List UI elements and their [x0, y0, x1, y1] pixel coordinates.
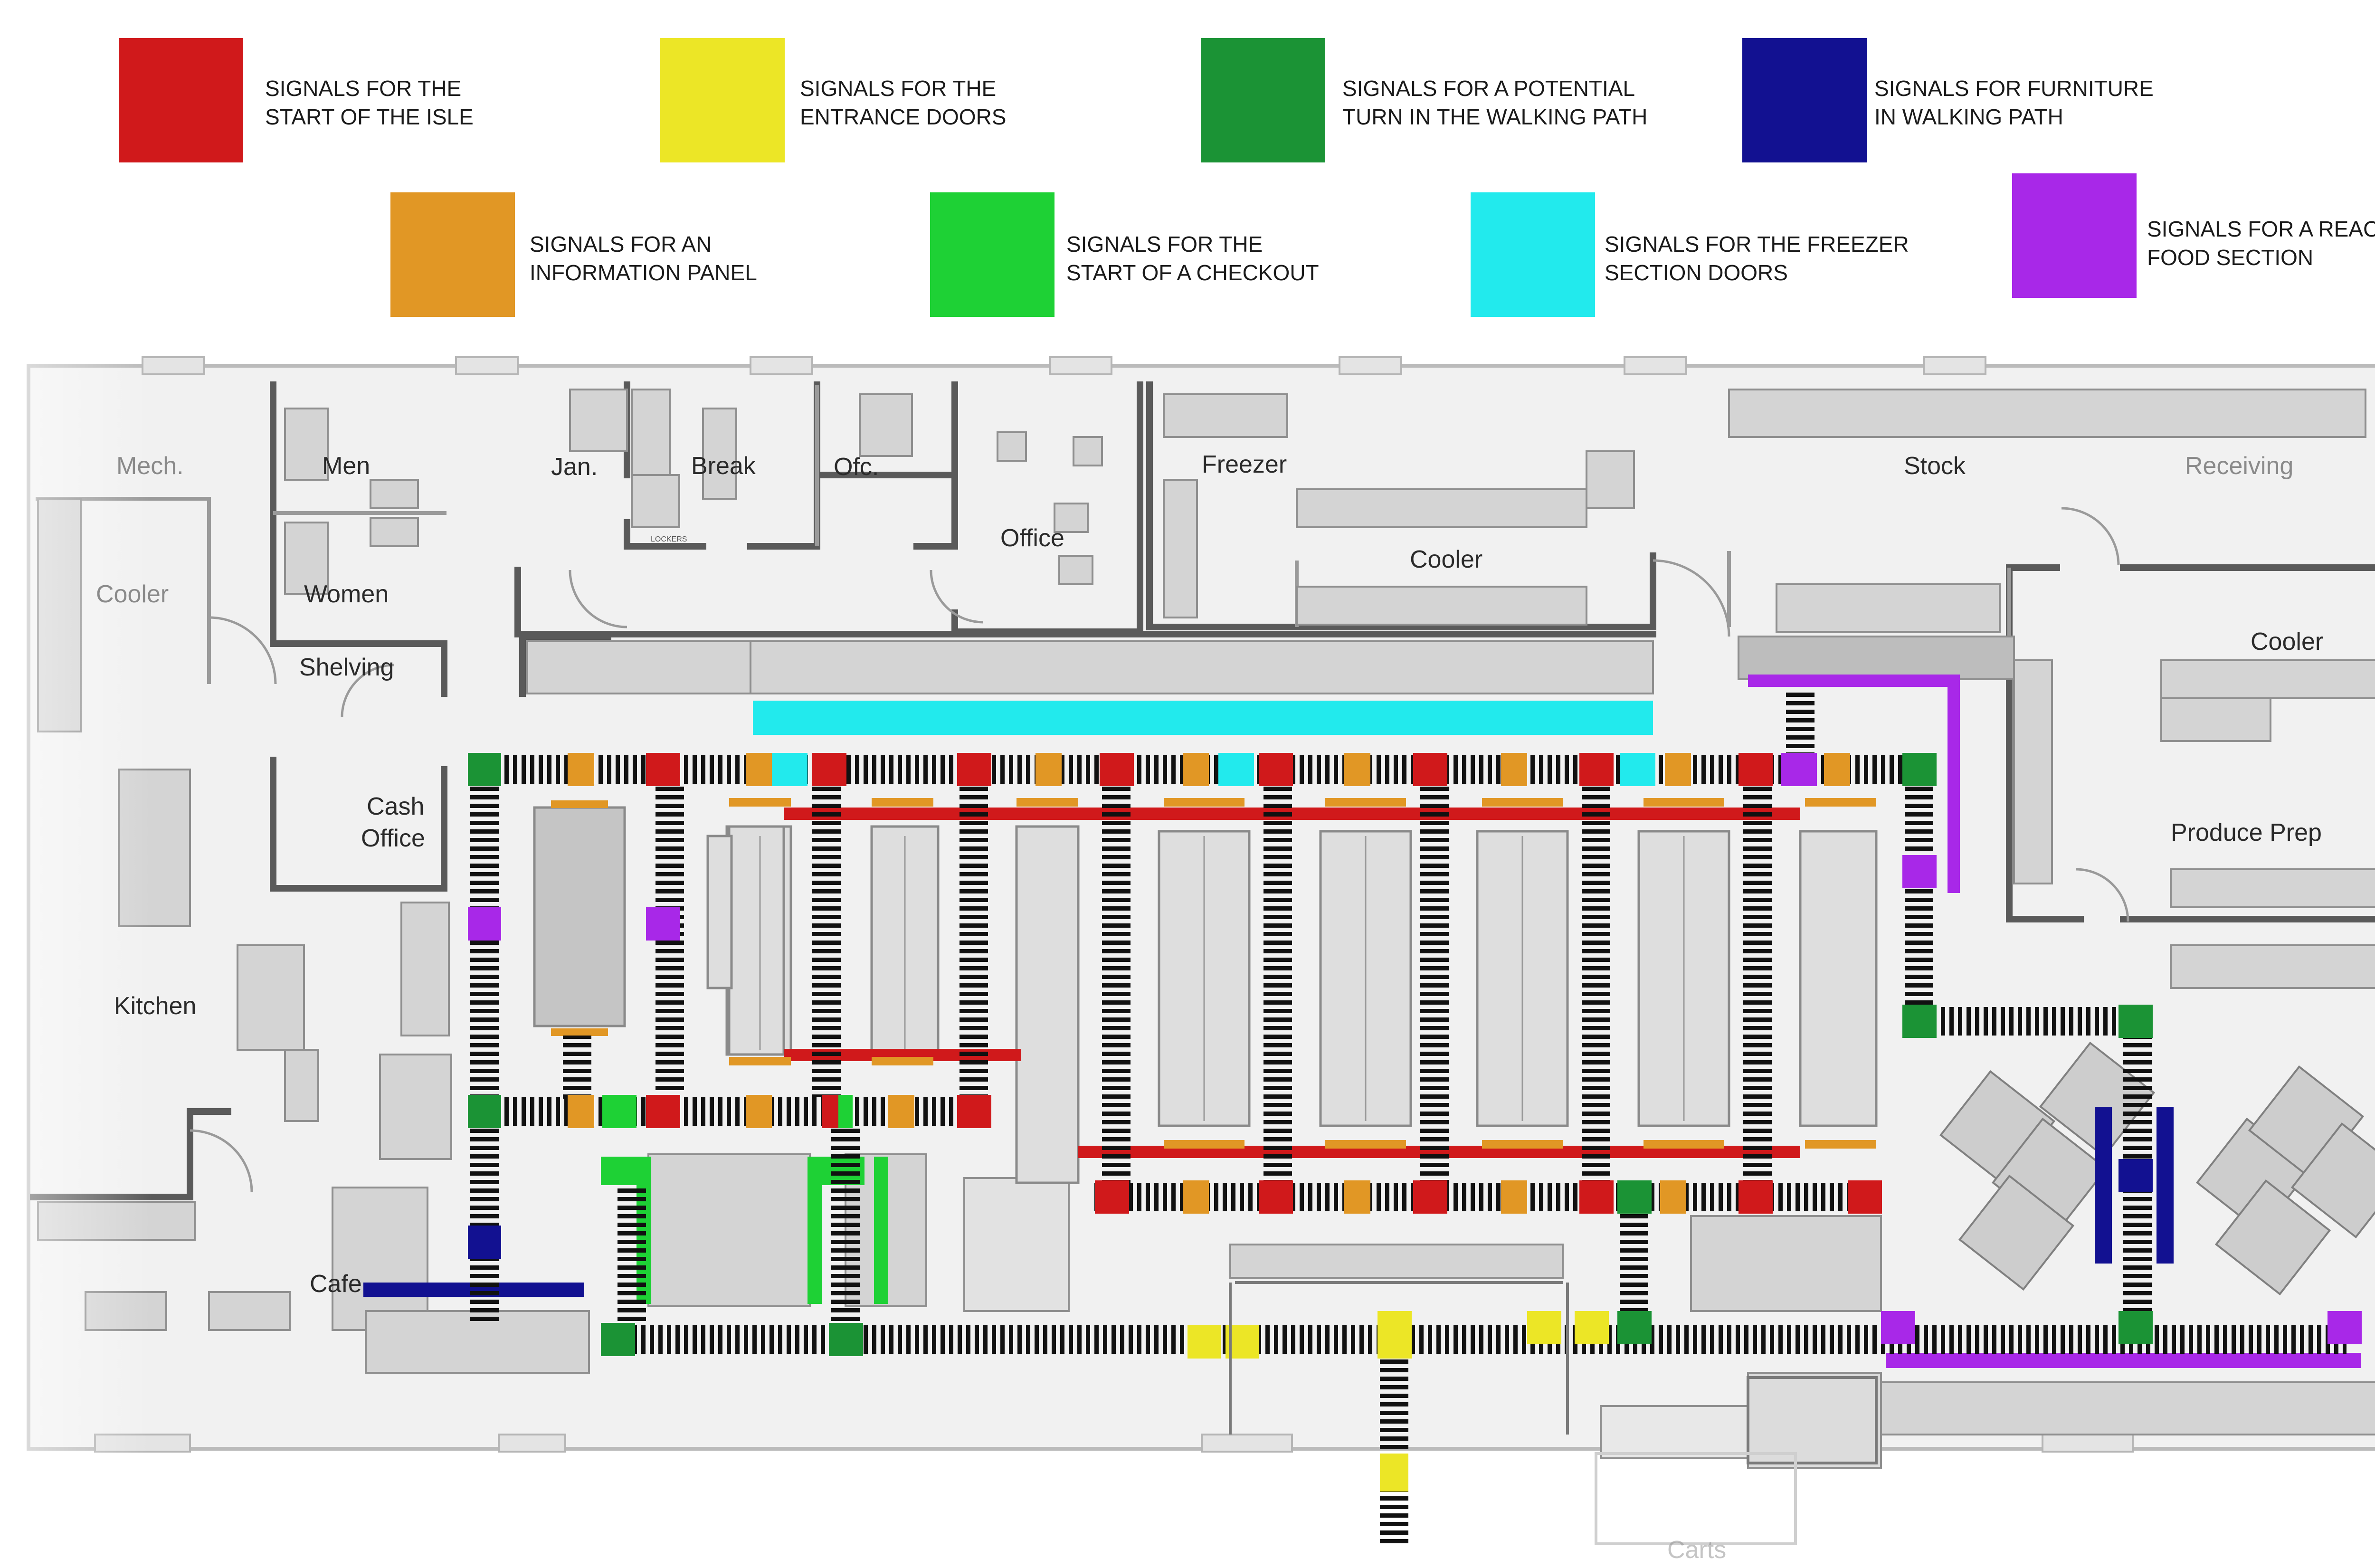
- room-carts: Carts: [1667, 1536, 1726, 1564]
- room-cash: Cash: [367, 793, 424, 820]
- svg-text:Produce Prep: Produce Prep: [2171, 819, 2322, 846]
- svg-text:TURN IN THE WALKING PATH: TURN IN THE WALKING PATH: [1342, 105, 1647, 129]
- legend-swatch-purple: [2012, 173, 2137, 298]
- room-break: Break: [691, 452, 756, 480]
- freezer-door-strip: [753, 701, 1653, 735]
- legend-line: ENTRANCE DOORS: [800, 105, 1006, 129]
- signal-squares: [468, 753, 2362, 1492]
- legend-line: START OF THE ISLE: [265, 105, 474, 129]
- svg-text:INFORMATION PANEL: INFORMATION PANEL: [530, 260, 757, 285]
- legend-line: IN WALKING PATH: [1874, 105, 2063, 129]
- room-cafe: Cafe: [310, 1270, 362, 1298]
- legend-swatch-yellow: [660, 38, 785, 162]
- svg-text:Cooler: Cooler: [2251, 628, 2323, 656]
- svg-text:Jan.: Jan.: [551, 453, 598, 481]
- legend-item-info-panel: SIGNALS FOR AN INFORMATION PANEL: [390, 192, 757, 317]
- legend-line: SIGNALS FOR THE FREEZER: [1605, 232, 1909, 257]
- svg-text:SIGNALS FOR THE: SIGNALS FOR THE: [1066, 232, 1263, 257]
- room-labels: Mech. Men Jan. Break Ofc. Office Freezer…: [96, 451, 2323, 1564]
- room-shelving: Shelving: [299, 654, 394, 681]
- svg-text:SIGNALS FOR A REACH IN: SIGNALS FOR A REACH IN: [2147, 217, 2375, 241]
- legend-swatch-dark-green: [1201, 38, 1325, 162]
- svg-text:SIGNALS FOR FURNITURE: SIGNALS FOR FURNITURE: [1874, 76, 2154, 101]
- room-stock: Stock: [1904, 452, 1966, 480]
- legend-item-checkout: SIGNALS FOR THE START OF A CHECKOUT: [930, 192, 1319, 317]
- room-cash-office: Office: [361, 825, 425, 852]
- svg-text:Freezer: Freezer: [1202, 451, 1287, 478]
- legend: SIGNALS FOR THE START OF THE ISLE SIGNAL…: [119, 38, 2375, 317]
- legend-swatch-red: [119, 38, 243, 162]
- legend-line: SIGNALS FOR FURNITURE: [1874, 76, 2154, 101]
- legend-swatch-orange: [390, 192, 515, 317]
- room-small-office: Ofc.: [834, 453, 879, 481]
- legend-item-furniture: SIGNALS FOR FURNITURE IN WALKING PATH: [1742, 38, 2154, 162]
- room-office: Office: [1000, 524, 1064, 552]
- legend-swatch-green: [930, 192, 1054, 317]
- svg-text:Ofc.: Ofc.: [834, 453, 879, 481]
- legend-swatch-navy: [1742, 38, 1867, 162]
- lockers-label: LOCKERS: [651, 535, 687, 543]
- svg-text:SIGNALS FOR THE FREEZER: SIGNALS FOR THE FREEZER: [1605, 232, 1909, 257]
- legend-line: TURN IN THE WALKING PATH: [1342, 105, 1647, 129]
- svg-text:Stock: Stock: [1904, 452, 1966, 480]
- svg-text:Men: Men: [322, 452, 370, 480]
- legend-item-freezer-doors: SIGNALS FOR THE FREEZER SECTION DOORS: [1471, 192, 1909, 317]
- room-kitchen: Kitchen: [114, 992, 196, 1020]
- legend-line: SIGNALS FOR THE: [1066, 232, 1263, 257]
- entrance-vestibule: [1229, 1281, 1878, 1545]
- svg-text:IN WALKING PATH: IN WALKING PATH: [1874, 105, 2063, 129]
- legend-line: SIGNALS FOR A REACH IN: [2147, 217, 2375, 241]
- svg-text:Office: Office: [1000, 524, 1064, 552]
- legend-item-reach-in: SIGNALS FOR A REACH IN FOOD SECTION: [2012, 173, 2375, 298]
- legend-line: SIGNALS FOR AN: [530, 232, 712, 257]
- room-mech: Mech.: [116, 452, 184, 480]
- room-cooler-right: Cooler: [2251, 628, 2323, 656]
- svg-text:Shelving: Shelving: [299, 654, 394, 681]
- room-men: Men: [322, 452, 370, 480]
- room-cooler-left: Cooler: [96, 580, 169, 608]
- svg-text:Cooler: Cooler: [1410, 546, 1482, 573]
- legend-item-aisle-start: SIGNALS FOR THE START OF THE ISLE: [119, 38, 474, 162]
- svg-text:START OF THE ISLE: START OF THE ISLE: [265, 105, 474, 129]
- svg-text:SECTION DOORS: SECTION DOORS: [1605, 260, 1788, 285]
- fixtures: [37, 389, 2375, 1469]
- svg-text:Mech.: Mech.: [116, 452, 184, 480]
- room-women: Women: [304, 580, 389, 608]
- room-cooler-center: Cooler: [1410, 546, 1482, 573]
- room-freezer: Freezer: [1202, 451, 1287, 478]
- room-receiving: Receiving: [2185, 452, 2293, 480]
- room-produce-prep: Produce Prep: [2171, 819, 2322, 846]
- legend-line: FOOD SECTION: [2147, 245, 2313, 270]
- legend-line: SIGNALS FOR A POTENTIAL: [1342, 76, 1635, 101]
- svg-text:Office: Office: [361, 825, 425, 852]
- legend-line: SIGNALS FOR THE: [800, 76, 996, 101]
- svg-text:Carts: Carts: [1667, 1536, 1726, 1564]
- svg-text:SIGNALS FOR A POTENTIAL: SIGNALS FOR A POTENTIAL: [1342, 76, 1635, 101]
- svg-text:ENTRANCE DOORS: ENTRANCE DOORS: [800, 105, 1006, 129]
- legend-line: START OF A CHECKOUT: [1066, 260, 1319, 285]
- legend-line: SIGNALS FOR THE: [265, 76, 461, 101]
- svg-text:SIGNALS FOR THE: SIGNALS FOR THE: [265, 76, 461, 101]
- svg-text:Cooler: Cooler: [96, 580, 169, 608]
- svg-text:Kitchen: Kitchen: [114, 992, 196, 1020]
- svg-text:Break: Break: [691, 452, 756, 480]
- legend-item-entrance-doors: SIGNALS FOR THE ENTRANCE DOORS: [660, 38, 1006, 162]
- svg-text:SIGNALS FOR THE: SIGNALS FOR THE: [800, 76, 996, 101]
- svg-text:Receiving: Receiving: [2185, 452, 2293, 480]
- svg-text:START OF A CHECKOUT: START OF A CHECKOUT: [1066, 260, 1319, 285]
- legend-swatch-cyan: [1471, 192, 1595, 317]
- svg-text:SIGNALS FOR AN: SIGNALS FOR AN: [530, 232, 712, 257]
- legend-line: SECTION DOORS: [1605, 260, 1788, 285]
- legend-line: INFORMATION PANEL: [530, 260, 757, 285]
- room-janitor: Jan.: [551, 453, 598, 481]
- svg-text:FOOD SECTION: FOOD SECTION: [2147, 245, 2313, 270]
- svg-text:LOCKERS: LOCKERS: [651, 535, 687, 543]
- legend-item-path-turn: SIGNALS FOR A POTENTIAL TURN IN THE WALK…: [1201, 38, 1647, 162]
- tactile-paths: [470, 689, 2346, 1544]
- svg-text:Cafe: Cafe: [310, 1270, 362, 1298]
- svg-text:Cash: Cash: [367, 793, 424, 820]
- svg-text:Women: Women: [304, 580, 389, 608]
